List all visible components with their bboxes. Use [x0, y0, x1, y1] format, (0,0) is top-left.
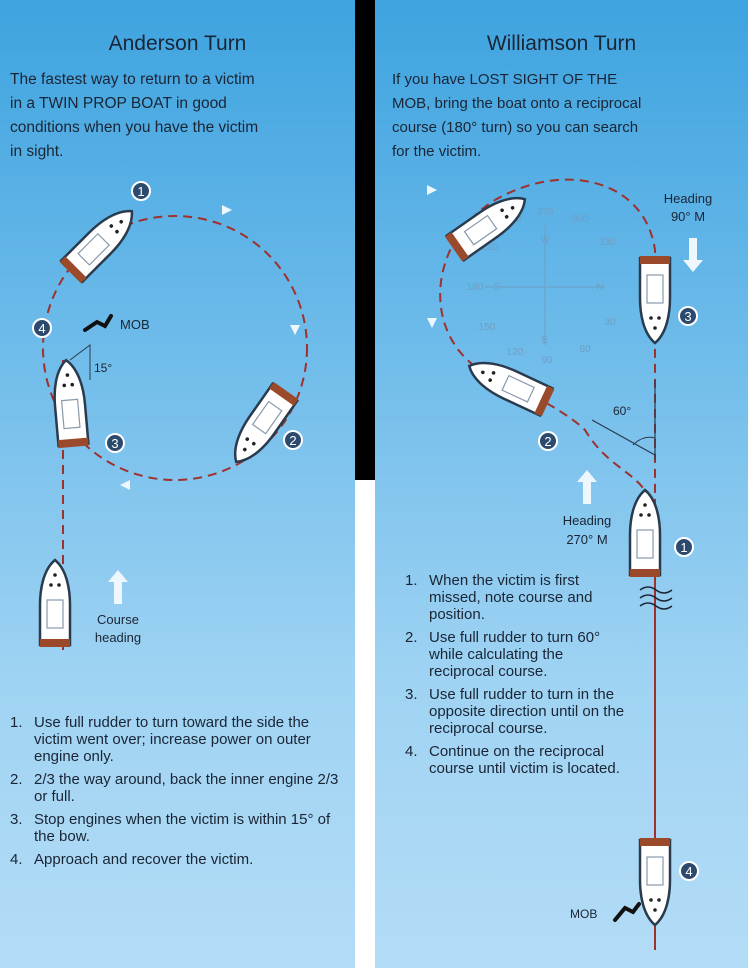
williamson-diagram: W E N S 270 300 330 240 210 180 150 120 …	[427, 178, 712, 950]
williamson-turn-panel: Williamson Turn If you have LOST SIGHT O…	[375, 0, 748, 968]
marker-3: 3	[105, 433, 125, 453]
step: 2.2/3 the way around, back the inner eng…	[10, 771, 339, 805]
svg-text:210: 210	[482, 242, 499, 253]
intro-line: conditions when you have the victim	[10, 119, 259, 136]
svg-text:3: 3	[111, 436, 118, 451]
compass-rose: W E N S 270 300 330 240 210 180 150 120 …	[467, 207, 616, 366]
step: 1.Use full rudder to turn toward the sid…	[10, 714, 311, 765]
course-label: Course	[97, 612, 139, 627]
anderson-title: Anderson Turn	[108, 32, 247, 55]
svg-text:4: 4	[38, 321, 45, 336]
heading-label: Heading	[563, 513, 611, 528]
mob-label: MOB	[570, 907, 597, 921]
angle-line	[591, 419, 656, 456]
heading-label: Heading	[664, 191, 712, 206]
marker-2: 2	[538, 431, 558, 451]
wave-break-icon	[639, 586, 673, 610]
heading-value: 90° M	[671, 209, 705, 224]
intro-line: in sight.	[10, 143, 64, 160]
svg-text:270: 270	[537, 207, 554, 218]
marker-4: 4	[32, 318, 52, 338]
boat-position-3	[49, 357, 90, 450]
svg-text:180: 180	[467, 282, 484, 293]
boat-start	[38, 558, 72, 649]
williamson-intro: If you have LOST SIGHT OF THE MOB, bring…	[392, 68, 641, 164]
angle-lines	[69, 344, 91, 380]
svg-text:1: 1	[137, 184, 144, 199]
boat-position-4	[638, 836, 672, 927]
heading-label: heading	[95, 630, 141, 645]
svg-text:330: 330	[599, 237, 616, 248]
boat-position-1	[58, 199, 144, 285]
svg-text:2: 2	[544, 434, 551, 449]
marker-4: 4	[679, 861, 699, 881]
marker-1: 1	[131, 181, 151, 201]
angle-label: 60°	[613, 404, 631, 418]
direction-arrows	[120, 205, 300, 490]
svg-text:4: 4	[685, 864, 692, 879]
svg-text:300: 300	[572, 214, 589, 225]
panel-divider	[355, 0, 375, 480]
turn-path	[42, 215, 308, 481]
mob-swimmer-icon	[83, 314, 113, 332]
intro-line: in a TWIN PROP BOAT in good	[10, 95, 227, 112]
arrow-up-icon	[577, 470, 597, 504]
svg-text:90: 90	[541, 355, 553, 366]
williamson-steps: 1.When the victim is first missed, note …	[405, 572, 630, 783]
svg-text:30: 30	[604, 317, 616, 328]
anderson-turn-panel: Anderson Turn The fastest way to return …	[0, 0, 355, 968]
step: 4.Approach and recover the victim.	[10, 851, 254, 868]
heading-value: 270° M	[566, 532, 607, 547]
svg-text:S: S	[494, 282, 501, 293]
step: 4.Continue on the reciprocal course unti…	[405, 743, 620, 777]
intro-line: course (180° turn) so you can search	[392, 119, 639, 136]
angle-label: 15°	[94, 361, 112, 375]
williamson-title: Williamson Turn	[486, 32, 637, 55]
anderson-intro: The fastest way to return to a victim in…	[10, 68, 258, 164]
turn-path	[439, 178, 656, 950]
angle-arc	[632, 436, 656, 446]
direction-arrows	[427, 185, 437, 328]
svg-text:120: 120	[507, 347, 524, 358]
intro-line: MOB, bring the boat onto a reciprocal	[392, 95, 642, 112]
svg-text:1: 1	[680, 540, 687, 555]
mob-swimmer-icon	[613, 902, 641, 922]
step: 2.Use full rudder to turn 60° while calc…	[405, 629, 601, 680]
boat-position-1	[628, 488, 662, 579]
intro-line: for the victim.	[392, 143, 482, 160]
mob-label: MOB	[120, 317, 150, 332]
svg-text:60: 60	[579, 344, 591, 355]
svg-text:2: 2	[289, 433, 296, 448]
boat-position-3	[638, 254, 672, 345]
step: 3.Stop engines when the victim is within…	[10, 811, 331, 845]
anderson-diagram: MOB 15° Course heading 1 2 3 4	[32, 181, 308, 650]
intro-line: If you have LOST SIGHT OF THE	[392, 71, 618, 88]
svg-text:E: E	[542, 335, 549, 346]
intro-line: The fastest way to return to a victim	[10, 71, 255, 88]
step: 3.Use full rudder to turn in the opposit…	[405, 686, 625, 737]
arrow-up-icon	[108, 570, 128, 604]
svg-text:3: 3	[684, 309, 691, 324]
step: 1.When the victim is first missed, note …	[405, 572, 593, 623]
svg-text:N: N	[596, 282, 603, 293]
arrow-down-icon	[683, 238, 703, 272]
marker-1: 1	[674, 537, 694, 557]
boat-position-2	[222, 380, 300, 472]
svg-text:W: W	[540, 235, 550, 246]
anderson-steps: 1.Use full rudder to turn toward the sid…	[10, 714, 345, 874]
marker-3: 3	[678, 306, 698, 326]
svg-text:150: 150	[479, 322, 496, 333]
marker-2: 2	[283, 430, 303, 450]
